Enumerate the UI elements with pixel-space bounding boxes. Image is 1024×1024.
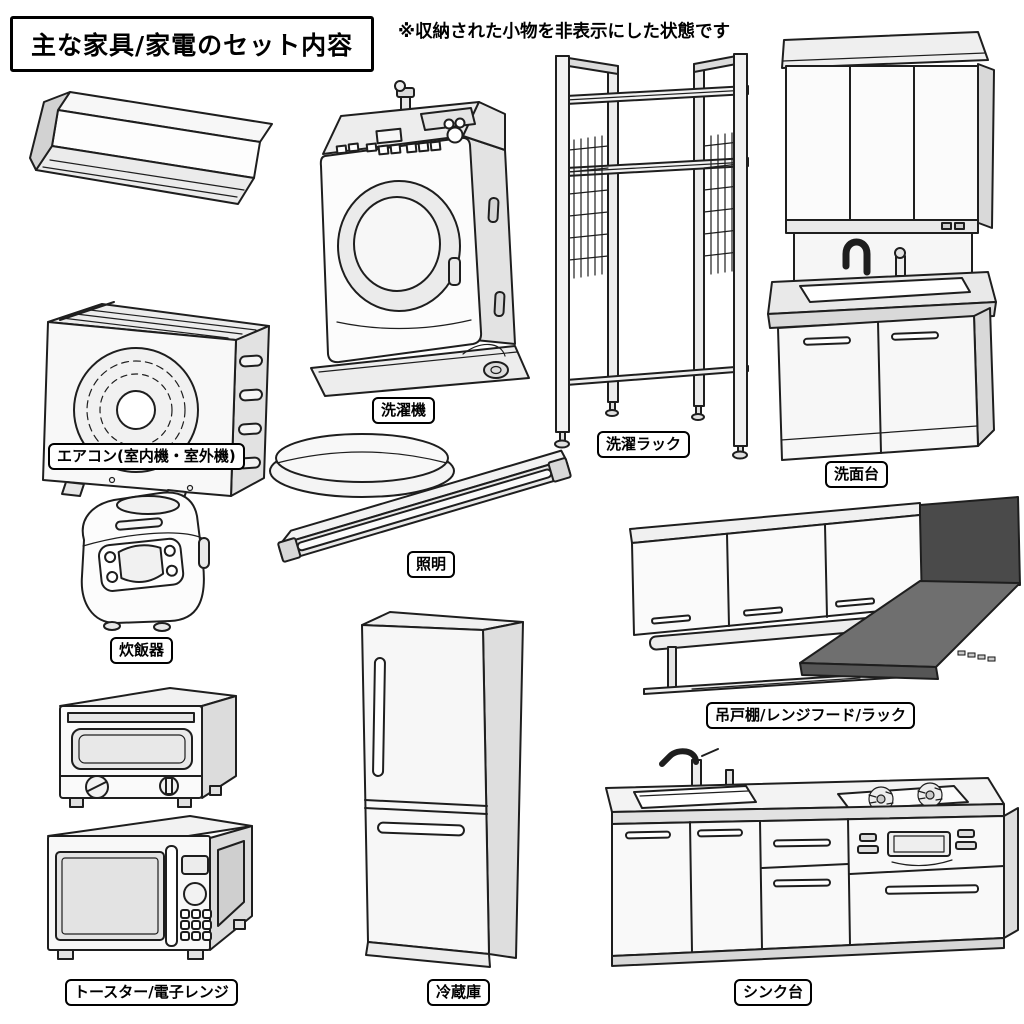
- page-title: 主な家具/家電のセット内容: [10, 16, 375, 72]
- washing-machine-label: 洗濯機: [372, 397, 436, 424]
- toaster-microwave-label: トースター/電子レンジ: [65, 979, 238, 1006]
- sink-unit-illustration: [605, 748, 1019, 967]
- ceiling-light-illustration: [269, 433, 455, 498]
- item-linear-light: [268, 449, 598, 586]
- air-conditioner-illustration: [29, 91, 273, 505]
- linear-light-illustration: [277, 449, 572, 563]
- air-conditioner-label: エアコン(室内機・室外機): [48, 443, 245, 470]
- laundry-rack-illustration: [554, 53, 749, 460]
- item-cupboard-hood: [620, 495, 1024, 707]
- item-sink-unit: [598, 740, 1024, 974]
- item-rice-cooker: [60, 480, 220, 638]
- item-refrigerator: [352, 610, 532, 975]
- item-ceiling-light: [265, 425, 460, 503]
- page-note: ※収納された小物を非表示にした状態です: [398, 22, 731, 42]
- laundry-rack-label: 洗濯ラック: [597, 431, 691, 458]
- rice-cooker-label: 炊飯器: [110, 637, 174, 664]
- microwave-illustration: [47, 815, 253, 960]
- item-microwave: [42, 808, 257, 968]
- rice-cooker-illustration: [80, 491, 210, 632]
- washstand-label: 洗面台: [825, 461, 889, 488]
- item-laundry-rack: [550, 50, 765, 460]
- toaster-illustration: [59, 687, 237, 808]
- sink-unit-label: シンク台: [734, 979, 813, 1006]
- lighting-label: 照明: [407, 551, 456, 578]
- washstand-illustration: [767, 31, 997, 461]
- refrigerator-illustration: [361, 611, 524, 968]
- washing-machine-illustration: [310, 80, 530, 397]
- refrigerator-label: 冷蔵庫: [427, 979, 491, 1006]
- item-washing-machine: [303, 80, 538, 397]
- item-washstand: [766, 30, 1006, 462]
- cupboard-hood-label: 吊戸棚/レンジフード/ラック: [706, 702, 915, 729]
- cupboard-range-hood-illustration: [629, 496, 1021, 695]
- item-toaster: [52, 680, 244, 812]
- item-air-conditioner: [29, 80, 285, 505]
